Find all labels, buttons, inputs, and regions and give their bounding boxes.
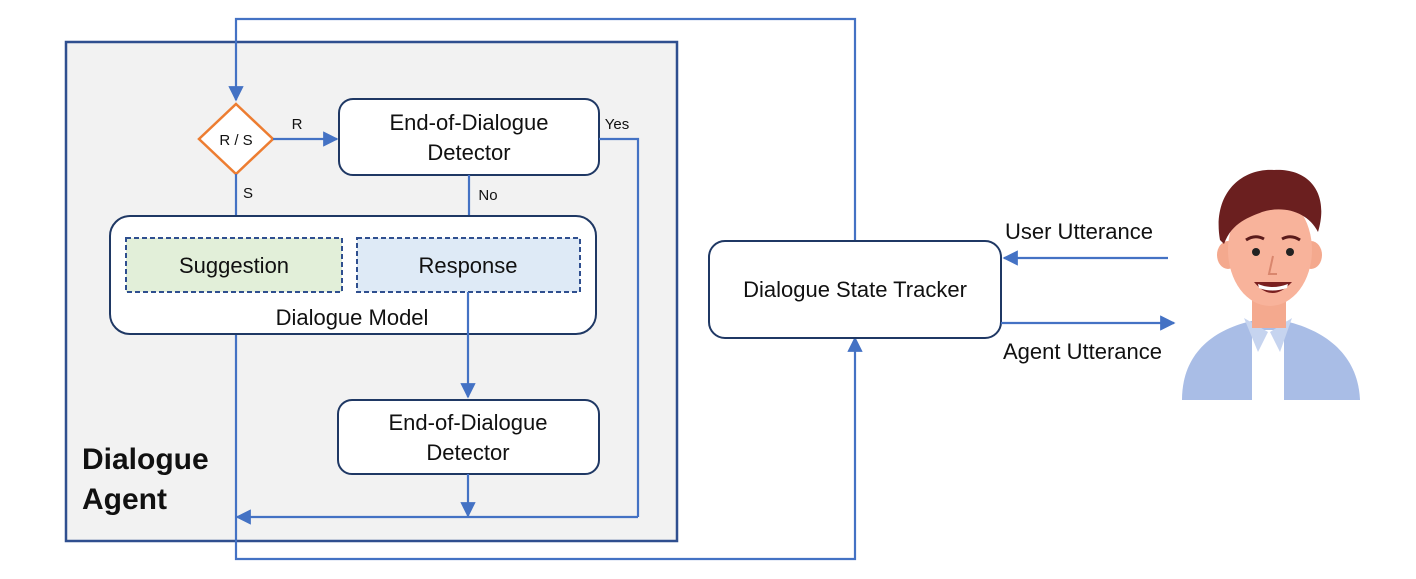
r-label: R <box>292 116 303 133</box>
agent-label-line2: Agent <box>82 483 167 516</box>
loop-top-arrow <box>228 17 857 240</box>
state-tracker-label: Dialogue State Tracker <box>743 277 967 302</box>
agent-utterance-label: Agent Utterance <box>1003 339 1162 364</box>
suggestion-box <box>125 237 343 293</box>
agent-label-line1: Dialogue <box>82 443 209 476</box>
yes-arrow <box>599 137 640 517</box>
suggestion-label: Suggestion <box>179 253 289 278</box>
decision-label: R / S <box>219 132 252 149</box>
dialogue-model-label: Dialogue Model <box>276 305 429 330</box>
response-box <box>356 237 581 293</box>
user-avatar-icon <box>1182 169 1360 400</box>
yes-label: Yes <box>605 116 629 133</box>
user-utterance-label: User Utterance <box>1005 219 1153 244</box>
no-label: No <box>478 187 497 204</box>
eod-bottom-line1: End-of-Dialogue <box>389 410 548 435</box>
eod-top-line2: Detector <box>427 140 510 165</box>
response-label: Response <box>418 253 517 278</box>
loop-bottom-arrow <box>234 290 863 561</box>
s-label: S <box>243 185 253 202</box>
eod-bottom-line2: Detector <box>426 440 509 465</box>
state-tracker-box <box>708 240 1002 339</box>
eod-top-line1: End-of-Dialogue <box>390 110 549 135</box>
